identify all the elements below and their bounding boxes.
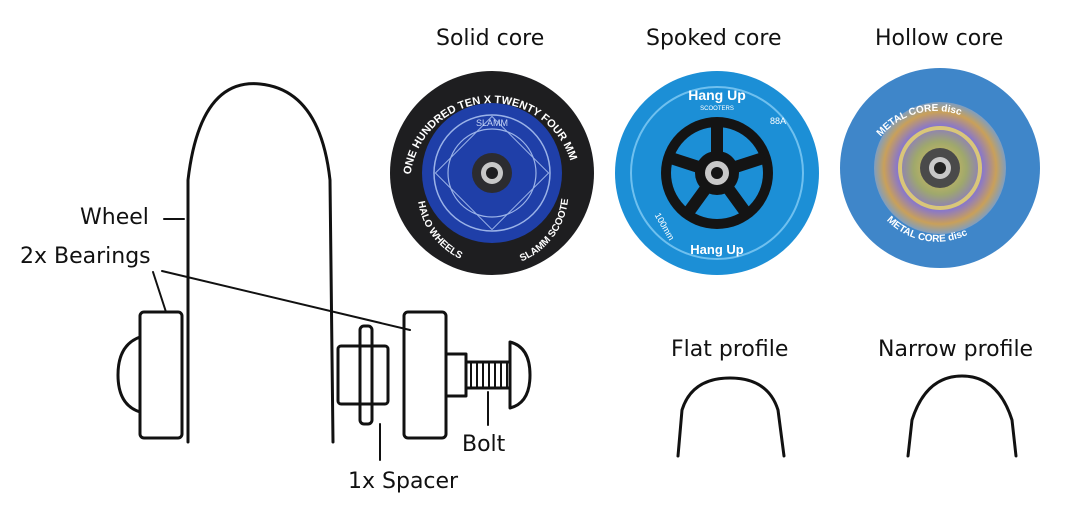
bearing-leader-right bbox=[161, 270, 411, 331]
wheel-outline bbox=[186, 82, 335, 444]
wheel-label: Wheel bbox=[80, 205, 149, 230]
solid-core-text-inner: SLAMM bbox=[476, 118, 508, 128]
spacer-flange bbox=[358, 324, 374, 426]
hollow-core-wheel bbox=[840, 68, 1040, 268]
bolt-head bbox=[508, 340, 532, 410]
spacer-label: 1x Spacer bbox=[348, 469, 459, 494]
bearings-label: 2x Bearings bbox=[20, 244, 151, 269]
flat-profile-curve bbox=[676, 376, 786, 458]
spoked-core-brand: Hang Up bbox=[688, 87, 746, 103]
left-hub-cap bbox=[116, 335, 142, 414]
solid-core-wheel bbox=[390, 71, 594, 275]
spoked-core-brand-bottom: Hang Up bbox=[690, 242, 744, 257]
solid-core-title: Solid core bbox=[436, 26, 545, 51]
bearing-leader-left bbox=[152, 271, 167, 313]
flat-profile-title: Flat profile bbox=[671, 337, 789, 362]
bolt-label: Bolt bbox=[462, 432, 506, 457]
spoked-core-title: Spoked core bbox=[646, 26, 782, 51]
hollow-core-title: Hollow core bbox=[875, 26, 1004, 51]
spoked-core-wheel bbox=[615, 71, 819, 275]
spoked-core-hardness: 88A bbox=[770, 116, 786, 126]
narrow-profile-title: Narrow profile bbox=[878, 337, 1034, 362]
narrow-profile-curve bbox=[906, 374, 1018, 458]
spoked-core-brand-sub: SCOOTERS bbox=[700, 106, 734, 112]
spacer-body bbox=[336, 344, 390, 406]
left-bearing bbox=[138, 310, 184, 440]
